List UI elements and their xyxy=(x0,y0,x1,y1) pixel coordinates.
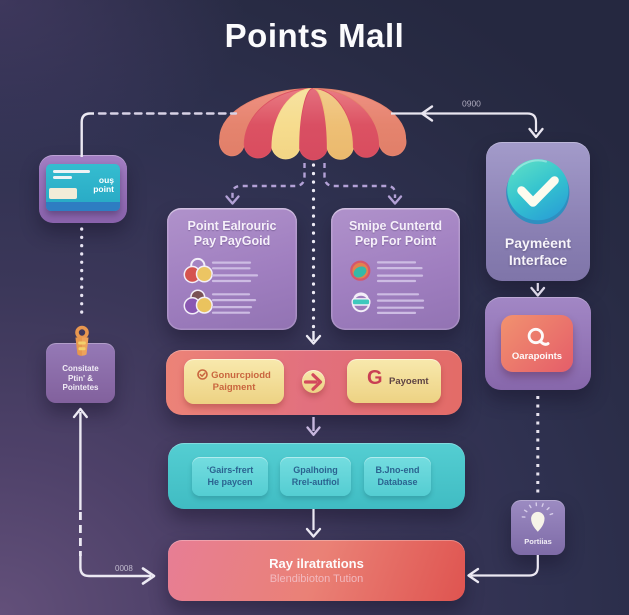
svg-text:0008: 0008 xyxy=(115,564,133,573)
svg-text:0900: 0900 xyxy=(462,99,481,109)
